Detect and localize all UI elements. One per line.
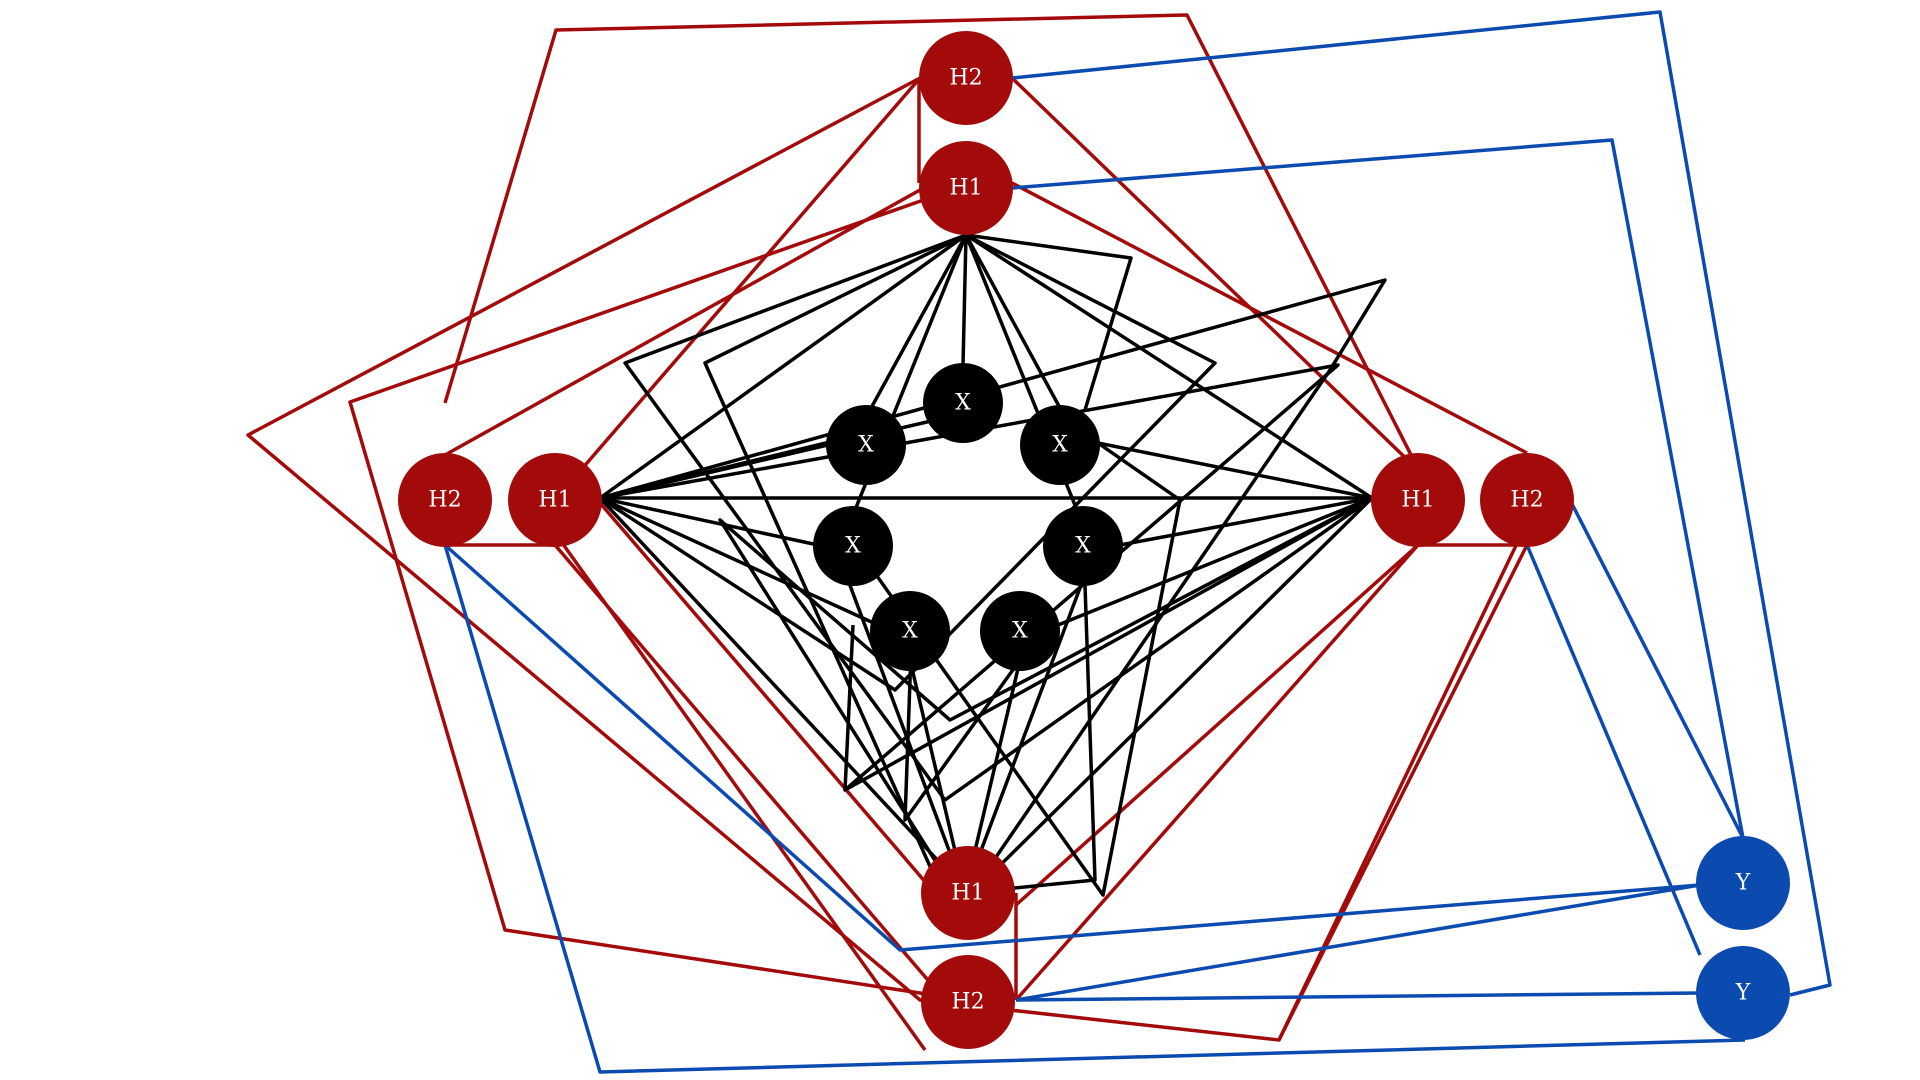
connection-line: [961, 234, 968, 366]
connection-line: [1277, 544, 1529, 1041]
node-label: X: [1012, 619, 1028, 644]
input-node: X: [813, 506, 893, 586]
node-label: X: [858, 433, 874, 458]
hidden-node-left-h2: H2: [398, 453, 492, 547]
node-label: X: [955, 391, 971, 416]
connection-line: [598, 233, 968, 500]
node-label: X: [845, 534, 861, 559]
input-layer-connections: [598, 233, 1387, 901]
connection-line: [599, 496, 819, 547]
node-label: X: [902, 619, 918, 644]
connection-line: [1014, 543, 1420, 1002]
hidden-node-bottom-h2: H2: [921, 955, 1015, 1049]
connection-line: [843, 496, 1373, 792]
node-label: Y: [1735, 871, 1751, 896]
connection-line: [1057, 496, 1373, 627]
connection-line: [444, 188, 921, 457]
connection-line: [1097, 441, 1373, 500]
output-nodes: Y Y: [1696, 836, 1790, 1040]
connection-line: [599, 278, 1387, 896]
connection-line: [1014, 543, 1420, 907]
input-nodes: X X X X X X X: [813, 363, 1123, 671]
connection-line: [963, 579, 1085, 894]
node-label: H2: [951, 990, 984, 1015]
input-node: X: [980, 591, 1060, 671]
input-node: X: [826, 405, 906, 485]
node-label: H1: [951, 881, 984, 906]
connection-line: [968, 496, 1374, 897]
connection-line: [1011, 181, 1528, 455]
connection-line: [558, 538, 927, 1052]
connection-line: [1011, 10, 1832, 997]
connection-line: [598, 496, 972, 897]
hidden-node-left-h1: H1: [508, 453, 602, 547]
input-node: X: [1020, 405, 1100, 485]
connection-line: [598, 501, 947, 907]
connection-line: [443, 544, 1746, 1074]
node-label: X: [1052, 433, 1068, 458]
output-layer-connections: [443, 10, 1832, 1074]
input-node: X: [923, 363, 1003, 443]
node-label: H1: [949, 176, 982, 201]
connection-line: [1015, 991, 1701, 1002]
input-node: X: [870, 591, 950, 671]
hidden-layer-connections: [246, 13, 1529, 1052]
input-node: X: [1043, 506, 1123, 586]
connection-line: [964, 234, 1062, 409]
connection-line: [1011, 138, 1745, 839]
node-label: Y: [1735, 981, 1751, 1006]
hidden-node-bottom-h1: H1: [921, 846, 1015, 940]
node-label: H1: [538, 488, 571, 513]
node-label: H2: [428, 488, 461, 513]
connection-line: [1010, 76, 1420, 472]
output-node: Y: [1696, 946, 1790, 1040]
connection-line: [553, 76, 922, 502]
node-label: H2: [949, 66, 982, 91]
connection-line: [443, 13, 1436, 501]
node-label: X: [1075, 534, 1091, 559]
output-node: Y: [1696, 836, 1790, 930]
connection-line: [600, 496, 1374, 901]
connection-line: [246, 76, 1524, 1042]
hidden-node-top-h1: H1: [919, 141, 1013, 235]
connection-line: [703, 233, 967, 901]
node-label: H2: [1510, 488, 1543, 513]
connection-line: [1015, 883, 1701, 1002]
connection-line: [903, 624, 1022, 822]
connection-line: [599, 496, 879, 627]
hidden-node-right-h2: H2: [1480, 453, 1574, 547]
node-label: H1: [1401, 488, 1434, 513]
connection-line: [965, 233, 1373, 500]
connection-line: [1119, 496, 1373, 547]
connection-line: [868, 234, 968, 411]
connection-line: [1568, 499, 1745, 839]
hidden-node-top-h2: H2: [919, 31, 1013, 125]
hidden-node-right-h1: H1: [1371, 453, 1465, 547]
hidden-nodes: H2 H1 H2 H1 H1 H2 H1 H2: [398, 31, 1574, 1049]
connection-line: [348, 183, 967, 1002]
connection-line: [443, 543, 1701, 952]
